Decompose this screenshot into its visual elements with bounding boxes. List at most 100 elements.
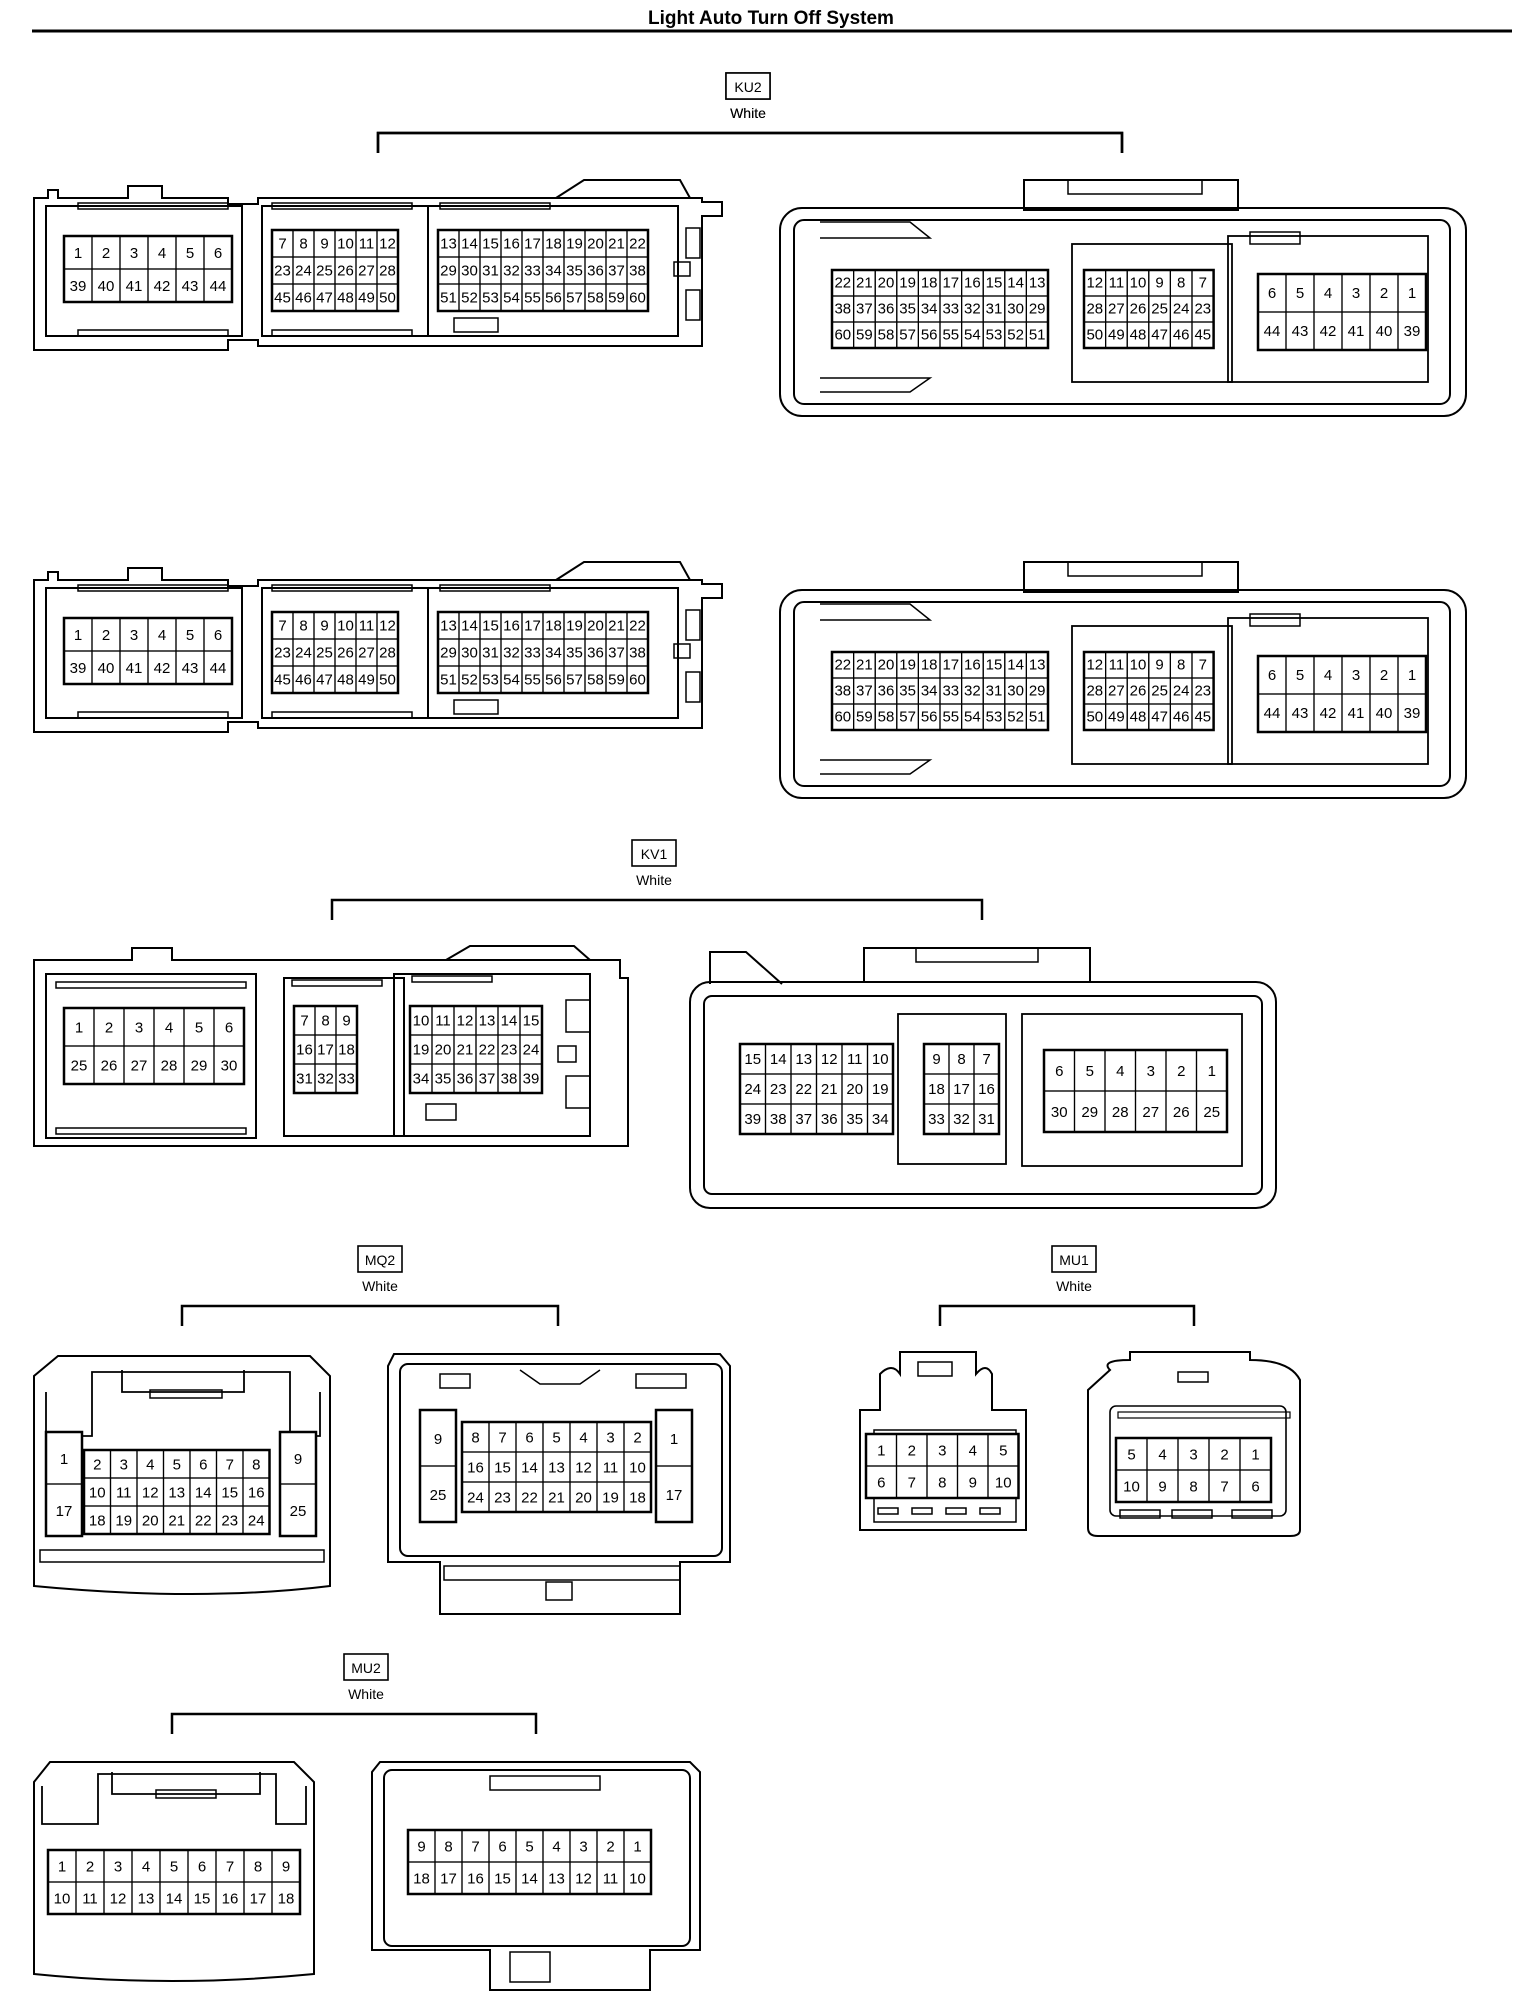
pin-number: 13: [1029, 657, 1046, 674]
pin-number: 18: [921, 657, 938, 674]
pin-number: 37: [608, 263, 625, 280]
pin-number: 14: [195, 1484, 212, 1501]
pin-number: 12: [457, 1013, 474, 1030]
connector-outline: [685, 289, 701, 321]
pin-number: 38: [501, 1071, 518, 1088]
pin-number: 23: [501, 1042, 518, 1059]
pin-number: 1: [74, 627, 82, 644]
pin-number: 6: [199, 1456, 207, 1473]
pin-number: 26: [1130, 301, 1147, 318]
pin-number: 51: [440, 290, 457, 307]
pin-cell: [335, 1063, 358, 1094]
pin-number: 49: [1108, 327, 1125, 344]
pin-number: 18: [545, 618, 562, 635]
pin-number: 47: [1151, 709, 1168, 726]
pin-number: 2: [1380, 285, 1388, 302]
pin-number: 5: [525, 1838, 533, 1855]
connector-outline: [45, 973, 257, 1139]
pin-number: 43: [1292, 323, 1309, 340]
pin-number: 39: [1404, 323, 1421, 340]
pin-number: 6: [1268, 667, 1276, 684]
pin-number: 3: [1147, 1063, 1155, 1080]
pin-number: 13: [440, 236, 457, 253]
pin-block-side: 117: [44, 1430, 84, 1538]
connector-outline: [121, 1370, 245, 1393]
pin-number: 2: [606, 1838, 614, 1855]
pin-number: 20: [587, 236, 604, 253]
pin-number: 34: [413, 1071, 430, 1088]
connector-outline: [77, 202, 229, 210]
pin-number: 16: [503, 618, 520, 635]
pin-number: 24: [1173, 683, 1190, 700]
pin-number: 12: [821, 1051, 838, 1068]
connector-outline: [1227, 235, 1429, 383]
pin-number: 3: [130, 627, 138, 644]
connector-outline: [635, 1373, 687, 1389]
pin-number: 15: [986, 657, 1003, 674]
pin-number: 11: [847, 1051, 863, 1068]
pin-number: 12: [110, 1890, 127, 1907]
pin-number: 32: [503, 645, 520, 662]
pin-number: 57: [899, 327, 916, 344]
pin-number: 20: [878, 275, 895, 292]
pin-number: 11: [435, 1013, 451, 1030]
pin-number: 41: [1348, 323, 1365, 340]
pin-number: 13: [548, 1870, 565, 1887]
pin-number: 19: [566, 618, 583, 635]
pin-number: 46: [1173, 327, 1190, 344]
pin-number: 22: [521, 1489, 538, 1506]
connector-outline: [439, 202, 551, 210]
pin-number: 55: [524, 672, 541, 689]
pin-cell: [376, 283, 399, 312]
pin-number: 4: [552, 1838, 560, 1855]
pin-number: 34: [545, 263, 562, 280]
pin-number: 54: [503, 290, 520, 307]
connector-outline: [519, 1369, 601, 1385]
connector-color: White: [1056, 1278, 1092, 1294]
pin-number: 54: [964, 327, 981, 344]
pin-number: 25: [1151, 301, 1168, 318]
pin-number: 17: [317, 1042, 334, 1059]
pin-number: 34: [921, 301, 938, 318]
pin-number: 37: [856, 683, 873, 700]
pin-number: 22: [834, 657, 851, 674]
pin-number: 17: [666, 1487, 683, 1504]
connector-outline: [77, 711, 229, 719]
pin-number: 11: [359, 618, 375, 635]
connector-outline: [1071, 625, 1233, 765]
pin-number: 52: [461, 290, 478, 307]
pin-number: 3: [938, 1442, 946, 1459]
pin-number: 58: [878, 709, 895, 726]
pin-number: 56: [545, 290, 562, 307]
pin-number: 36: [587, 645, 604, 662]
pin-number: 1: [58, 1858, 66, 1875]
pin-number: 33: [524, 645, 541, 662]
pin-number: 4: [1324, 667, 1332, 684]
pin-number: 4: [579, 1429, 587, 1446]
connector-outline: [1067, 561, 1203, 577]
pin-number: 12: [379, 618, 396, 635]
pin-number: 3: [579, 1838, 587, 1855]
pin-number: 47: [1151, 327, 1168, 344]
pin-cell: [279, 1483, 317, 1537]
pin-number: 45: [1194, 327, 1211, 344]
pin-number: 20: [142, 1512, 159, 1529]
connector-outline: [45, 1371, 321, 1437]
connector-outline: [863, 947, 1091, 983]
pin-number: 29: [1029, 301, 1046, 318]
pin-number: 17: [440, 1870, 457, 1887]
pin-number: 21: [168, 1512, 185, 1529]
connector-outline: [859, 1351, 1027, 1531]
pin-number: 56: [545, 672, 562, 689]
pin-number: 31: [986, 301, 1003, 318]
pin-number: 13: [440, 618, 457, 635]
pin-number: 30: [461, 263, 478, 280]
pin-number: 35: [435, 1071, 452, 1088]
